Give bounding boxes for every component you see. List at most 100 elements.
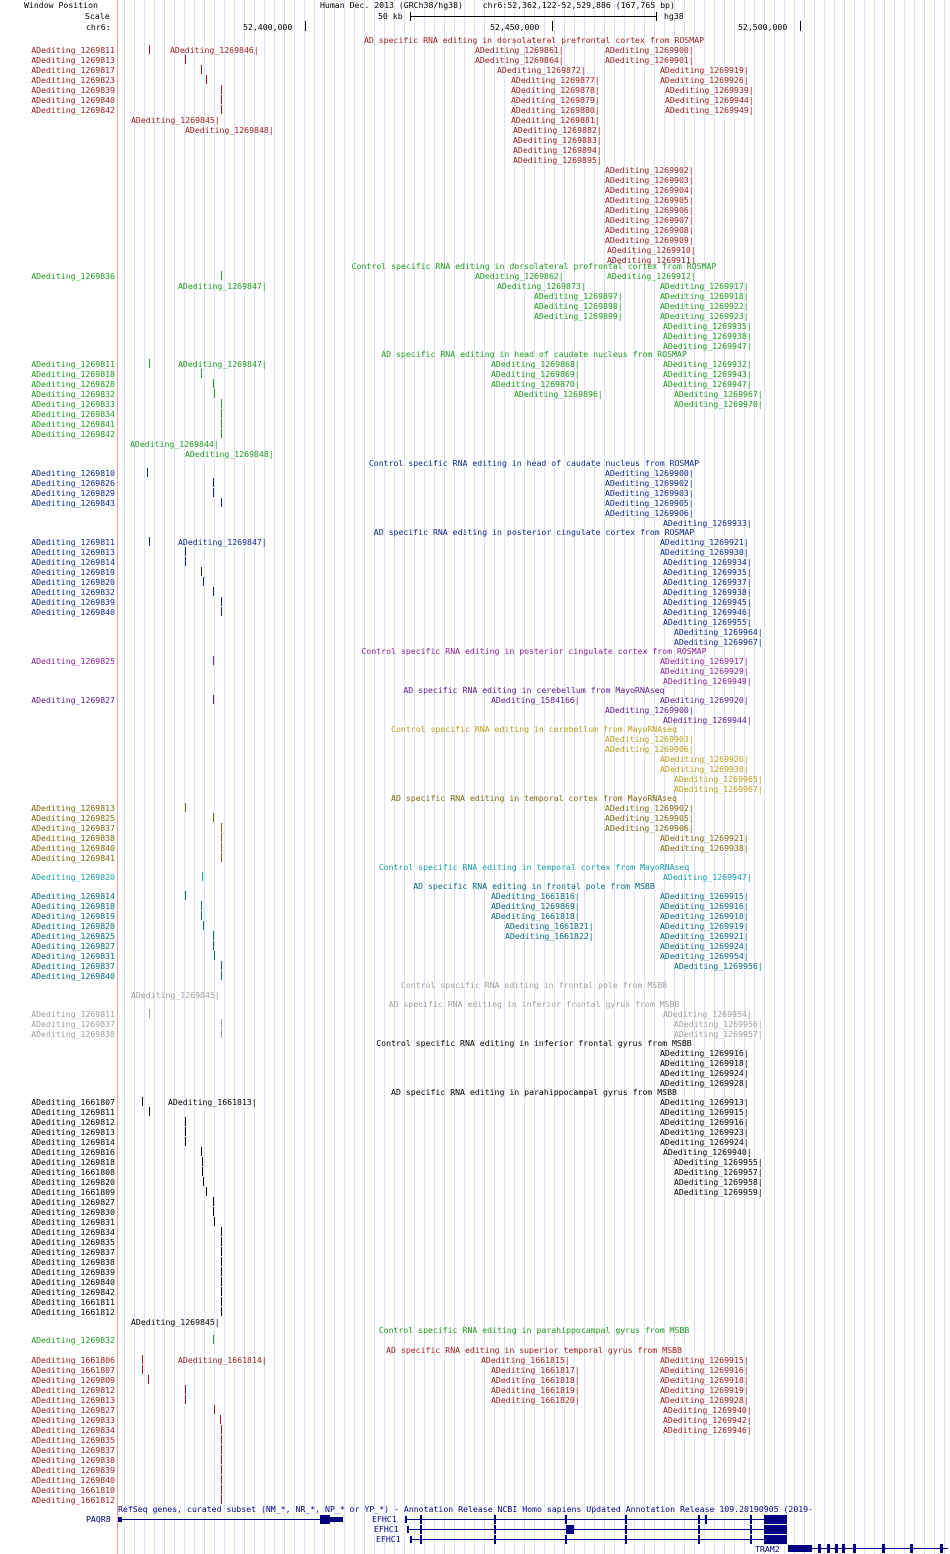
- track-side-label[interactable]: ADediting_1661807: [31, 1097, 115, 1107]
- editing-site-item[interactable]: ADediting_1269916|: [660, 901, 749, 911]
- editing-site-item[interactable]: ADediting_1269944|: [665, 95, 754, 105]
- editing-site-item[interactable]: ADediting_1269940|: [663, 1405, 752, 1415]
- track-side-label[interactable]: ADediting_1269818: [31, 1157, 115, 1167]
- track-side-label[interactable]: ADediting_1269814: [31, 1137, 115, 1147]
- editing-site-item[interactable]: ADediting_1269955|: [663, 617, 752, 627]
- track-side-label[interactable]: ADediting_1269814: [31, 891, 115, 901]
- editing-site-tick[interactable]: [213, 656, 214, 665]
- editing-site-tick[interactable]: [213, 488, 214, 497]
- editing-site-item[interactable]: ADediting_1269898|: [534, 301, 623, 311]
- editing-site-tick[interactable]: [203, 921, 204, 930]
- editing-site-tick[interactable]: [221, 1267, 222, 1276]
- track-side-label[interactable]: ADediting_1269833: [31, 1415, 115, 1425]
- editing-site-item[interactable]: ADediting_1269846|: [170, 45, 259, 55]
- editing-site-item[interactable]: ADediting_1269883|: [513, 135, 602, 145]
- editing-site-tick[interactable]: [185, 547, 186, 556]
- editing-site-item[interactable]: ADediting_1584166|: [491, 695, 580, 705]
- editing-site-tick[interactable]: [213, 931, 214, 940]
- editing-site-tick[interactable]: [213, 1335, 214, 1344]
- editing-site-tick[interactable]: [213, 379, 214, 388]
- editing-site-tick[interactable]: [221, 1435, 222, 1444]
- editing-site-tick[interactable]: [202, 1167, 203, 1176]
- editing-site-item[interactable]: ADediting_1269954|: [660, 951, 749, 961]
- editing-site-item[interactable]: ADediting_1269917|: [660, 281, 749, 291]
- editing-site-item[interactable]: ADediting_1269879|: [511, 95, 600, 105]
- gene-label-efhc1[interactable]: EFHC1: [376, 1534, 401, 1544]
- editing-site-item[interactable]: ADediting_1269923|: [660, 1127, 749, 1137]
- editing-site-tick[interactable]: [201, 65, 202, 74]
- track-side-label[interactable]: ADediting_1269837: [31, 961, 115, 971]
- track-title[interactable]: AD specific RNA editing in superior temp…: [386, 1345, 682, 1355]
- editing-site-item[interactable]: ADediting_1269924|: [660, 1137, 749, 1147]
- editing-site-tick[interactable]: [221, 1257, 222, 1266]
- editing-site-item[interactable]: ADediting_1269938|: [663, 587, 752, 597]
- editing-site-item[interactable]: ADediting_1269949|: [663, 676, 752, 686]
- track-side-label[interactable]: ADediting_1269840: [31, 971, 115, 981]
- track-side-label[interactable]: ADediting_1269837: [31, 1445, 115, 1455]
- editing-site-item[interactable]: ADediting_1269944|: [663, 715, 752, 725]
- editing-site-item[interactable]: ADediting_1269956|: [674, 961, 763, 971]
- track-title[interactable]: Control specific RNA editing in posterio…: [361, 646, 707, 656]
- editing-site-item[interactable]: ADediting_1269947|: [663, 379, 752, 389]
- track-side-label[interactable]: ADediting_1269834: [31, 1425, 115, 1435]
- track-side-label[interactable]: ADediting_1269843: [31, 498, 115, 508]
- editing-site-tick[interactable]: [221, 409, 222, 418]
- track-side-label[interactable]: ADediting_1269835: [31, 1237, 115, 1247]
- editing-site-item[interactable]: ADediting_1269937|: [663, 577, 752, 587]
- track-side-label[interactable]: ADediting_1661809: [31, 1187, 115, 1197]
- editing-site-tick[interactable]: [220, 1415, 221, 1424]
- track-side-label[interactable]: ADediting_1269840: [31, 1277, 115, 1287]
- editing-site-tick[interactable]: [149, 359, 150, 368]
- track-side-label[interactable]: ADediting_1269825: [31, 656, 115, 666]
- track-side-label[interactable]: ADediting_1661810: [31, 1485, 115, 1495]
- track-side-label[interactable]: ADediting_1269841: [31, 853, 115, 863]
- editing-site-tick[interactable]: [213, 1207, 214, 1216]
- editing-site-tick[interactable]: [201, 369, 202, 378]
- editing-site-item[interactable]: ADediting_1269964|: [674, 627, 763, 637]
- track-side-label[interactable]: ADediting_1269820: [31, 577, 115, 587]
- editing-site-tick[interactable]: [221, 971, 222, 980]
- track-title[interactable]: Control specific RNA editing in head of …: [368, 458, 700, 468]
- track-side-label[interactable]: ADediting_1269833: [31, 399, 115, 409]
- track-side-label[interactable]: ADediting_1269810: [31, 468, 115, 478]
- editing-site-item[interactable]: ADediting_1269912|: [607, 271, 696, 281]
- editing-site-tick[interactable]: [201, 567, 202, 576]
- editing-site-tick[interactable]: [221, 1425, 222, 1434]
- editing-site-item[interactable]: ADediting_1269922|: [660, 301, 749, 311]
- editing-site-tick[interactable]: [221, 399, 222, 408]
- editing-site-item[interactable]: ADediting_1269916|: [660, 1117, 749, 1127]
- track-side-label[interactable]: ADediting_1269842: [31, 429, 115, 439]
- track-title[interactable]: AD specific RNA editing in dorsolateral …: [363, 35, 705, 45]
- editing-site-item[interactable]: ADediting_1269934|: [663, 557, 752, 567]
- editing-site-item[interactable]: ADediting_1269945|: [663, 597, 752, 607]
- editing-site-tick[interactable]: [221, 833, 222, 842]
- editing-site-item[interactable]: ADediting_1269918|: [660, 291, 749, 301]
- editing-site-item[interactable]: ADediting_1269902|: [605, 165, 694, 175]
- editing-site-item[interactable]: ADediting_1269868|: [491, 359, 580, 369]
- editing-site-item[interactable]: ADediting_1269928|: [660, 1395, 749, 1405]
- track-side-label[interactable]: ADediting_1269839: [31, 597, 115, 607]
- track-side-label[interactable]: ADediting_1269831: [31, 1217, 115, 1227]
- gene-label-tram2[interactable]: TRAM2: [755, 1544, 780, 1554]
- track-side-label[interactable]: ADediting_1269825: [31, 813, 115, 823]
- track-side-label[interactable]: ADediting_1269813: [31, 1395, 115, 1405]
- editing-site-item[interactable]: ADediting_1269872|: [497, 65, 586, 75]
- editing-site-tick[interactable]: [214, 951, 215, 960]
- track-side-label[interactable]: ADediting_1269836: [31, 271, 115, 281]
- track-title[interactable]: AD specific RNA editing in inferior fron…: [388, 999, 680, 1009]
- editing-site-item[interactable]: ADediting_1269947|: [663, 341, 752, 351]
- editing-site-item[interactable]: ADediting_1269897|: [534, 291, 623, 301]
- editing-site-item[interactable]: ADediting_1269949|: [665, 105, 754, 115]
- editing-site-item[interactable]: ADediting_1269878|: [511, 85, 600, 95]
- editing-site-item[interactable]: ADediting_1269845|: [131, 1317, 220, 1327]
- editing-site-item[interactable]: ADediting_1269957|: [674, 1029, 763, 1039]
- track-side-label[interactable]: ADediting_1269835: [31, 1435, 115, 1445]
- editing-site-item[interactable]: ADediting_1661818|: [491, 1375, 580, 1385]
- editing-site-item[interactable]: ADediting_1269906|: [605, 508, 694, 518]
- editing-site-item[interactable]: ADediting_1269940|: [663, 1147, 752, 1157]
- editing-site-tick[interactable]: [149, 537, 150, 546]
- editing-site-tick[interactable]: [185, 803, 186, 812]
- editing-site-tick[interactable]: [201, 1147, 202, 1156]
- track-title[interactable]: Control specific RNA editing in frontal …: [400, 980, 668, 990]
- editing-site-tick[interactable]: [221, 961, 222, 970]
